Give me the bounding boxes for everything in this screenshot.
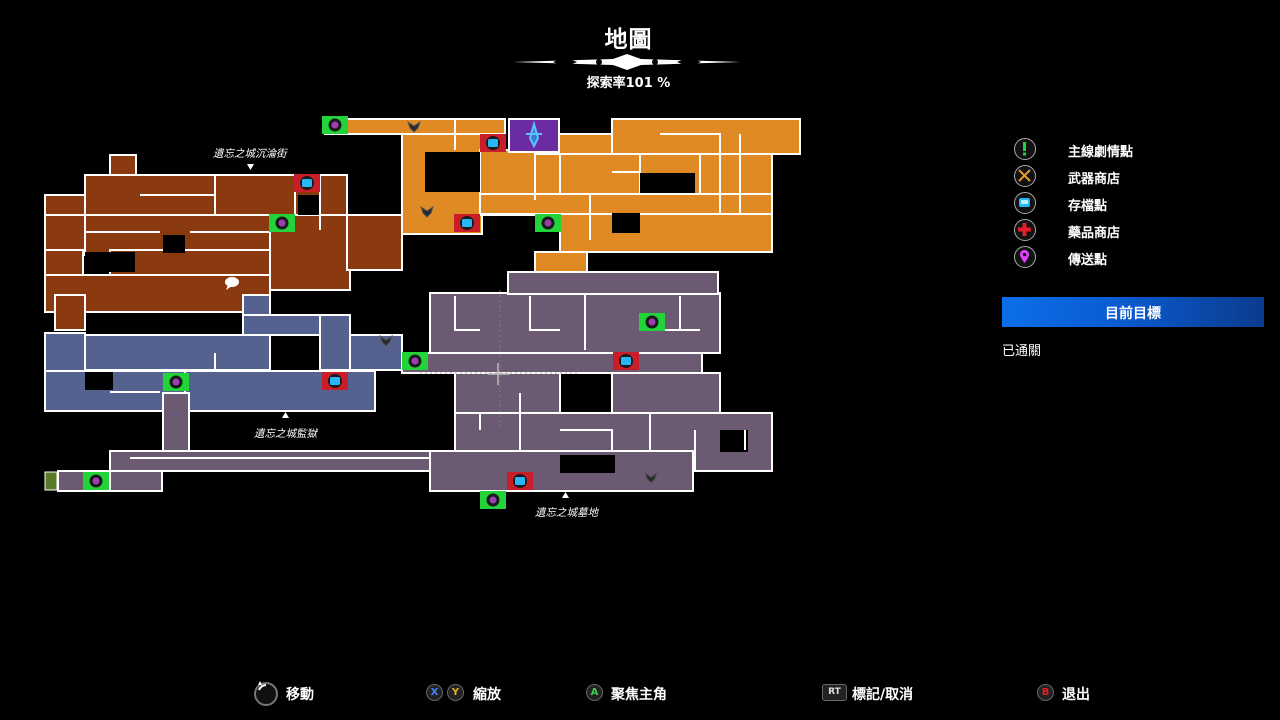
save-point-marker (507, 472, 533, 490)
exploration-rate: 探索率101 % (586, 76, 671, 91)
legend-item-potion-shop: 藥品商店 (1014, 219, 1214, 241)
left-stick-icon (254, 681, 278, 706)
teleport-pin-icon (1014, 246, 1036, 268)
area-markers (247, 164, 569, 498)
save-point-marker (322, 372, 348, 390)
teleport-point-marker (269, 214, 295, 232)
crossed-swords-icon (1014, 165, 1036, 187)
region-upper (324, 118, 801, 273)
teleport-point-marker (480, 491, 506, 509)
title-ornament (513, 54, 741, 70)
legend-item-teleport: 傳送點 (1014, 246, 1214, 268)
save-point-marker (454, 214, 480, 232)
legend-item-save: 存檔點 (1014, 192, 1214, 214)
red-cross-icon (1014, 219, 1036, 241)
objective-header: 目前目標 (1002, 297, 1264, 327)
monster-markers (379, 120, 658, 484)
region-cemetery (57, 271, 773, 492)
map-label-street: 遺忘之城沉淪街 (213, 148, 287, 160)
map-label-prison: 遺忘之城監獄 (254, 428, 317, 440)
page-title: 地圖 (604, 27, 653, 53)
x-button-icon: X (426, 684, 443, 701)
map-rooms (44, 118, 801, 492)
world-map[interactable] (0, 0, 820, 540)
save-point-marker (480, 134, 506, 152)
y-button-icon: Y (447, 684, 464, 701)
legend-item-story: 主線劇情點 (1014, 138, 1214, 160)
teleport-point-marker (322, 116, 348, 134)
save-points (294, 134, 639, 490)
b-button-icon: B (1037, 684, 1054, 701)
legend-item-weapon-shop: 武器商店 (1014, 165, 1214, 187)
teleport-point-marker (639, 313, 665, 331)
teleport-point-marker (163, 373, 189, 391)
save-point-marker (613, 352, 639, 370)
speech-bubble-icon (225, 277, 239, 290)
exit-room (44, 471, 58, 491)
teleport-point-marker (402, 352, 428, 370)
objective-status: 已通關 (1002, 344, 1042, 359)
teleport-point-marker (535, 214, 561, 232)
save-chair-icon (1014, 192, 1036, 214)
map-label-cemetery: 遺忘之城墓地 (535, 507, 598, 519)
exclamation-icon (1014, 138, 1036, 160)
rt-button-icon: RT (822, 684, 847, 701)
teleport-points (83, 116, 665, 509)
teleport-point-marker (83, 472, 109, 490)
region-street (44, 154, 403, 331)
save-point-marker (294, 174, 320, 192)
a-button-icon: A (586, 684, 603, 701)
